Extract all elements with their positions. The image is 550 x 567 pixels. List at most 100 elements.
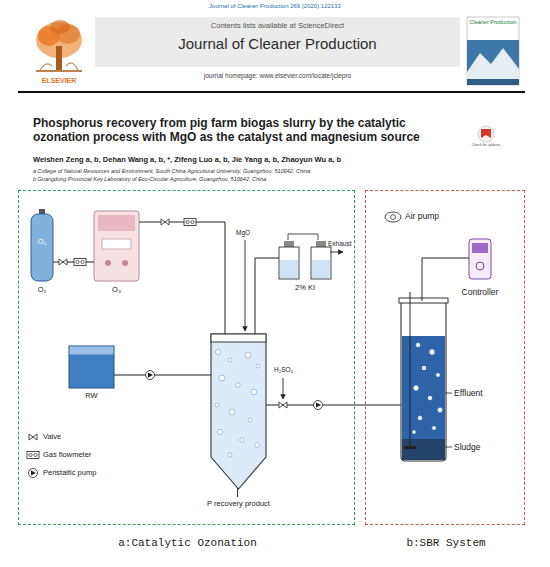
ozonation-reactor: P recovery product — [211, 334, 266, 489]
sbr-controller-outline — [469, 239, 491, 279]
air-pump-icon — [391, 215, 396, 220]
aeration-bubbles — [436, 373, 440, 377]
pipe-connector — [114, 375, 211, 376]
subfigure-panel: b:SBR SystemControllerEffluentSludge — [365, 190, 525, 525]
journal-header-band-outline — [95, 17, 460, 67]
gas-bubbles — [219, 375, 225, 381]
legend-symbol — [27, 452, 39, 459]
ozone-generator-outline — [94, 211, 139, 281]
paper-title: Phosphorus recovery from pig farm biogas… — [33, 116, 453, 145]
gas-bubbles — [248, 418, 252, 422]
valve-symbol — [279, 402, 287, 408]
publisher-logo — [36, 70, 82, 72]
publisher-logo — [40, 64, 52, 70]
leader-line — [445, 447, 452, 448]
legend-symbol — [27, 434, 39, 478]
publisher-logo — [56, 24, 80, 44]
sbr-reactor-outline — [402, 439, 445, 460]
chemical-label: MgO — [236, 229, 266, 237]
sbr-reactor-outline — [401, 301, 446, 461]
chemical-label: H₂SO₄ — [274, 366, 304, 374]
journal-name: Journal of Cleaner Production — [95, 35, 460, 53]
sbr-reactor-outline — [399, 298, 448, 461]
ozone-generator-outline — [94, 211, 139, 281]
ki-absorption-bottles-outline — [311, 247, 331, 279]
publisher-logo — [66, 63, 78, 70]
outlet-pipe — [237, 488, 238, 497]
gas-bubbles — [251, 389, 257, 395]
legend-item: Peristaltic pump — [43, 468, 133, 477]
journal-cover — [467, 48, 519, 85]
stream-label: Sludge — [454, 442, 504, 452]
gas-bubbles — [255, 443, 260, 448]
sbr-reactor-outline — [399, 298, 448, 303]
aeration-bubbles — [418, 416, 422, 420]
leader-line — [445, 393, 452, 447]
ozonation-reactor-outline — [211, 334, 266, 489]
pipe-connector — [255, 258, 279, 334]
journal-header-band: Contents lists available at ScienceDirec… — [95, 17, 460, 67]
pipe-connector — [53, 262, 94, 263]
journal-cover — [467, 17, 519, 85]
stream-label: Effluent — [454, 388, 504, 398]
header-note: Contents lists available at ScienceDirec… — [95, 21, 460, 30]
publisher-logo — [30, 17, 88, 75]
flowmeter-symbol — [74, 219, 196, 266]
cover-title: Cleaner Production — [467, 19, 519, 26]
ki-absorption-bottles-outline — [312, 260, 330, 278]
gas-tube — [288, 234, 318, 240]
raw-water-tank-outline — [70, 347, 114, 355]
pipe-connector — [266, 405, 401, 406]
legend-text: Gas flowmeter — [43, 450, 91, 459]
ki-absorption-bottles-outline — [279, 247, 299, 279]
legend-text: Air pump — [405, 211, 439, 221]
sbr-reactor: EffluentSludge — [401, 301, 446, 461]
author-list: Weishen Zeng a, b, Dehan Wang a, b, *, Z… — [33, 155, 513, 164]
oxygen-cylinder-outline — [31, 214, 53, 281]
sbr-controller-shape — [469, 239, 491, 279]
publisher-logo — [30, 17, 88, 75]
aeration-bubbles — [414, 386, 419, 391]
publisher-name: ELSEVIER — [25, 77, 93, 85]
dosing-arrow — [283, 378, 284, 399]
aeration-bubbles — [428, 396, 432, 400]
dosing-arrow — [245, 240, 246, 331]
leader-line — [445, 393, 452, 394]
panel-caption: b:SBR System — [366, 537, 526, 550]
ki-absorption-bottles-outline — [280, 260, 298, 278]
legend-symbol — [29, 469, 38, 478]
legend-item: Valve — [43, 432, 133, 441]
reagent-label: 2% KI — [279, 283, 331, 292]
raw-water-tank-outline — [69, 346, 114, 388]
aeration-bubbles — [412, 343, 442, 434]
affiliation: b Guangdong Provincial Key Laboratory of… — [33, 176, 513, 183]
sbr-reactor-outline — [402, 336, 445, 460]
ki-absorption-bottles: 2% KI — [279, 241, 331, 279]
badge-text: Check for updates — [471, 143, 501, 147]
oxygen-cylinder: O₂O₂ — [31, 209, 53, 281]
ozone-generator-outline — [122, 260, 128, 266]
ozone-generator: O₃ — [94, 211, 139, 281]
panel-caption: a:Catalytic Ozonation — [19, 537, 356, 550]
sbr-controller-outline — [469, 239, 491, 279]
aeration-bubbles — [438, 408, 442, 412]
legend-text: Valve — [43, 432, 61, 441]
sbr-reactor-shape — [401, 301, 446, 461]
air-pump-icon — [385, 212, 401, 222]
gas-bubbles — [240, 438, 244, 442]
affiliation: a College of Natural Resources and Envir… — [33, 168, 513, 175]
journal-cover — [467, 79, 519, 85]
ozonation-reactor-outline — [211, 334, 266, 489]
gas-bubbles — [245, 352, 251, 358]
stream-label: Exhaust — [328, 240, 358, 248]
header-rule — [18, 91, 525, 93]
sbr-controller: Controller — [469, 239, 491, 279]
tank-label: RW — [69, 391, 114, 400]
publisher-logo — [50, 20, 70, 34]
gas-bubbles — [217, 429, 222, 434]
update-badge — [478, 126, 494, 142]
aeration-bubbles — [422, 366, 426, 370]
ki-absorption-bottles-outline — [279, 241, 331, 279]
flowmeter-symbol — [184, 219, 196, 226]
